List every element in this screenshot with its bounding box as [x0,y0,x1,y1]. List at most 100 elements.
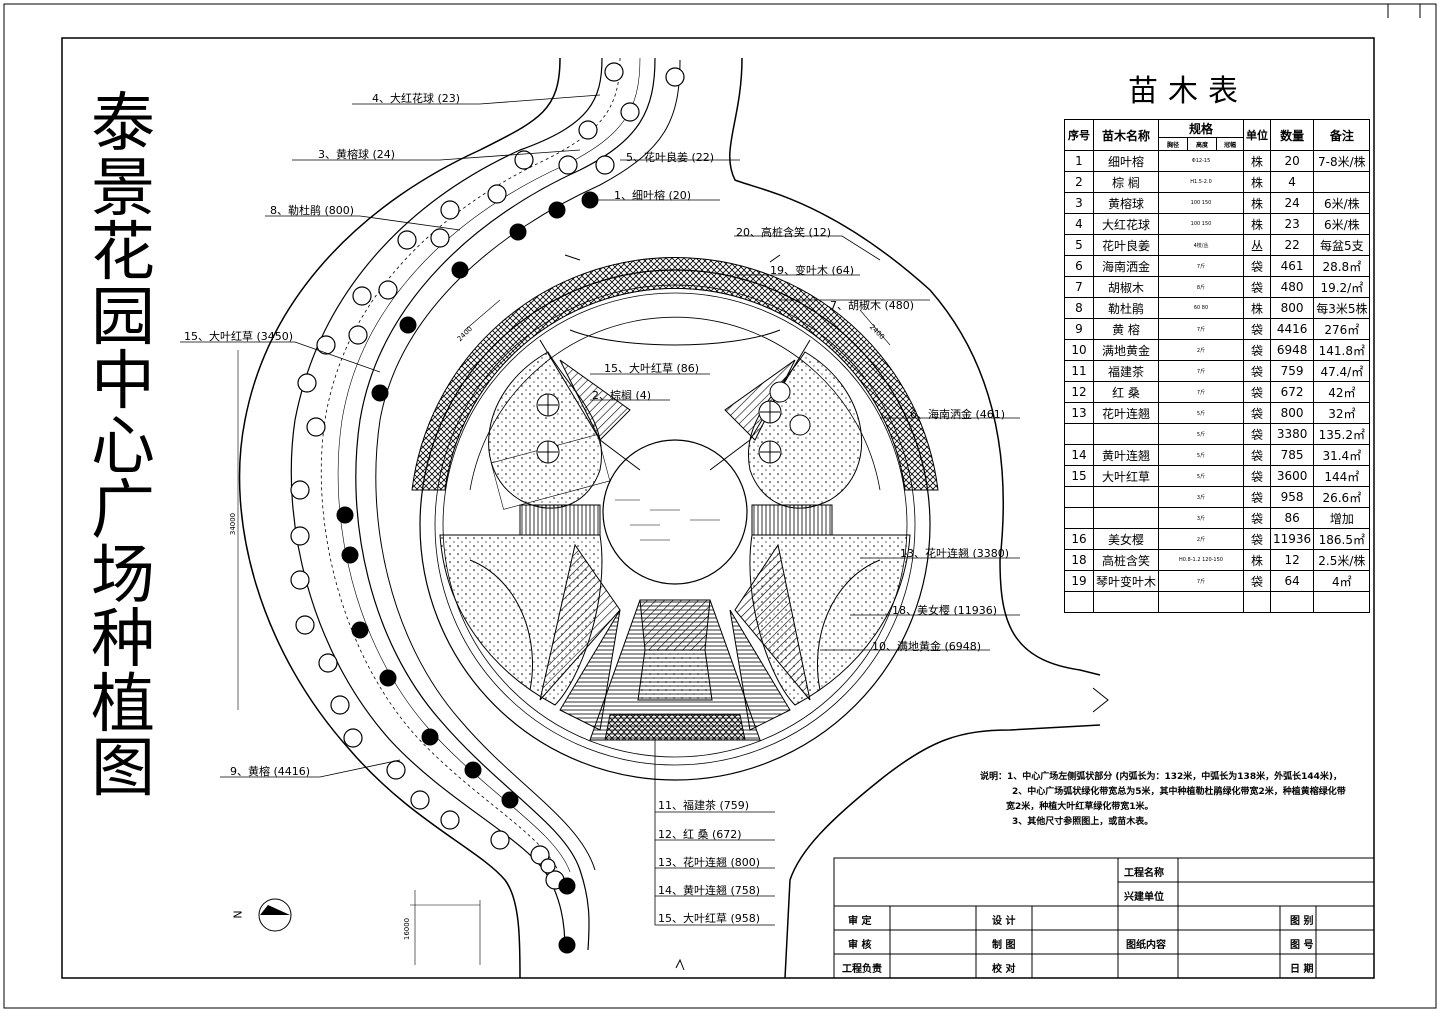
bench-right [751,504,833,536]
cell-name: 勒杜鹃 [1092,297,1160,319]
cell-no: 15 [1064,465,1094,487]
shrub-balls [290,62,685,890]
cell-qty: 12 [1270,549,1315,571]
outer-border [3,3,1437,1009]
cell-unit: 株 [1243,549,1272,571]
cell-no: 14 [1064,444,1094,466]
cell-note: 276㎡ [1313,318,1371,340]
label-plant: 4、大红花球 (23) [372,92,461,105]
road-edge-bottom [784,724,1101,979]
label-plant: 1、细叶榕 (20) [614,189,692,202]
cell-unit: 株 [1243,213,1272,235]
title-char: 园 [91,280,155,355]
tb-lead: 工程负责 [842,964,882,975]
label-plant: 2、棕榈 (4) [592,389,652,402]
cell-unit: 袋 [1243,528,1272,550]
label-plant: 13、花叶连翘 (3380) [900,547,1010,560]
cell-no [1064,423,1094,445]
cell-unit: 袋 [1243,465,1272,487]
cell-qty: 6948 [1270,339,1315,361]
cell-note: 135.2㎡ [1313,423,1371,445]
title-char: 场 [91,538,155,613]
central-pool [602,439,748,585]
note-line: 2、中心广场弧状绿化带宽总为5米，其中种植勒杜鹃绿化带宽2米，种植黄榕绿化带 [1012,787,1346,797]
cell-spec: 7斤 [1158,255,1245,277]
cell-name [1092,423,1160,445]
cell-no [1064,486,1094,508]
cell-spec: 7斤 [1158,360,1245,382]
cell-qty: 672 [1270,381,1315,403]
cell-spec: 7斤 [1158,381,1245,403]
cell-no [1064,591,1094,613]
cell-name: 琴叶变叶木 [1092,570,1160,592]
cell-qty: 24 [1270,192,1315,214]
cell-spec: 3斤 [1158,507,1245,529]
cell-spec: 4枝/丛 [1158,234,1245,256]
cell-spec: 5斤 [1158,444,1245,466]
cell-note [1313,591,1371,613]
drawing-title: 泰景花园中心广场种植图 [88,92,158,802]
cell-no: 3 [1064,192,1094,214]
cell-note: 4㎡ [1313,570,1371,592]
cell-note: 31.4㎡ [1313,444,1371,466]
col-spec: 规格 [1158,119,1245,138]
label-plant: 14、黄叶连翘 (758) [658,884,761,897]
col-unit: 单位 [1243,119,1272,151]
cell-unit: 袋 [1243,276,1272,298]
cell-note: 47.4/㎡ [1313,360,1371,382]
cell-qty: 4 [1270,171,1315,193]
label-plant: 12、红 桑 (672) [658,828,742,841]
label-plant: 7、胡椒木 (480) [830,299,915,312]
cell-spec: 7斤 [1158,318,1245,340]
tb-content: 图纸内容 [1126,940,1166,951]
cell-name: 高桩含笑 [1092,549,1160,571]
cell-name: 美女樱 [1092,528,1160,550]
col-spec-sub: 高度 [1187,137,1218,151]
cell-no [1064,507,1094,529]
inner-border [61,37,1375,979]
cell-note: 19.2/㎡ [1313,276,1371,298]
title-char: 景 [91,151,155,226]
cell-unit: 袋 [1243,444,1272,466]
cell-spec: 3斤 [1158,486,1245,508]
label-plant: 15、大叶红草 (86) [604,362,700,375]
col-spec-sub: 胸径 [1158,137,1189,151]
cell-unit: 袋 [1243,318,1272,340]
cell-name: 红 桑 [1092,381,1160,403]
title-char: 种 [91,603,155,677]
tb-design: 设 计 [992,916,1016,927]
tb-client: 兴建单位 [1124,892,1164,903]
cell-note: 每3米5株 [1313,297,1371,319]
north-label: N [231,910,245,919]
cell-name: 细叶榕 [1092,150,1160,172]
cell-no: 13 [1064,402,1094,424]
cell-qty: 759 [1270,360,1315,382]
bench-left [519,504,601,536]
cell-qty [1270,591,1315,613]
label-plant: 15、大叶红草 (3450) [184,330,294,343]
label-plant: 9、黄榕 (4416) [230,765,311,778]
cell-name: 黄 榕 [1092,318,1160,340]
label-plant: 20、高桩含笑 (12) [736,226,832,239]
label-plant: 15、大叶红草 (958) [658,912,761,925]
label-plant: 8、勒杜鹃 (800) [270,204,355,217]
label-plant: 10、满地黄金 (6948) [872,640,982,653]
cell-name: 大红花球 [1092,213,1160,235]
tb-proof: 校 对 [992,964,1016,975]
title-char: 植 [91,667,155,742]
cell-note: 6米/株 [1313,213,1371,235]
cell-qty: 800 [1270,297,1315,319]
cell-no: 5 [1064,234,1094,256]
